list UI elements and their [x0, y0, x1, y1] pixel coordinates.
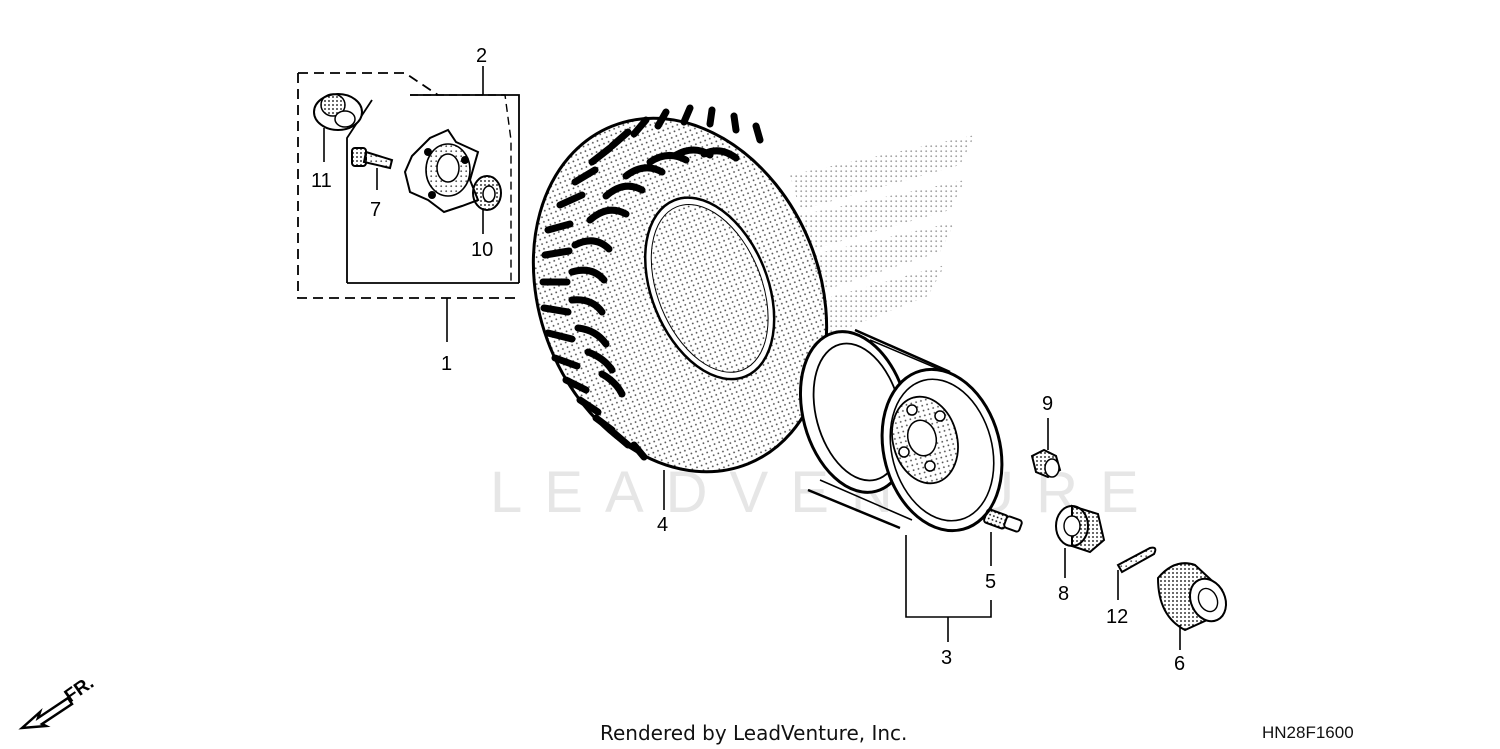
- tire-part-4: [531, 104, 829, 510]
- front-direction-arrow: FR.: [18, 672, 98, 730]
- callout-11[interactable]: 11: [311, 170, 332, 192]
- castle-nut-part-8: [1055, 504, 1106, 578]
- assembly-bracket-1: [297, 72, 520, 342]
- callout-9[interactable]: 9: [1042, 393, 1053, 415]
- callout-7[interactable]: 7: [370, 199, 381, 221]
- cap-part-6: [1156, 562, 1227, 650]
- hub-plate-part-2: [403, 128, 480, 214]
- callout-12[interactable]: 12: [1106, 606, 1128, 628]
- cotter-pin-part-12: [1116, 546, 1157, 600]
- bearing-part-10: [472, 175, 502, 234]
- tire-tread-pattern: [539, 104, 764, 461]
- bolt-part-7: [351, 147, 394, 190]
- callout-8[interactable]: 8: [1058, 583, 1069, 605]
- callout-2[interactable]: 2: [476, 45, 487, 67]
- callout-4[interactable]: 4: [657, 514, 668, 536]
- callout-3[interactable]: 3: [941, 647, 952, 669]
- callout-1[interactable]: 1: [441, 353, 452, 375]
- assembly-bracket-2: [346, 66, 520, 284]
- diagram-code: HN28F1600: [1262, 723, 1354, 742]
- callout-6[interactable]: 6: [1174, 653, 1185, 675]
- rendered-by-credit: Rendered by LeadVenture, Inc.: [600, 721, 907, 745]
- nut-part-9: [1030, 418, 1062, 479]
- callout-10[interactable]: 10: [471, 239, 493, 261]
- callout-5[interactable]: 5: [985, 571, 996, 593]
- valve-stem-part-5: [983, 508, 1023, 566]
- collar-part-11: [313, 93, 363, 162]
- wheel-rim-part-3: [798, 328, 1004, 642]
- watermark-wing-logo: [790, 135, 975, 335]
